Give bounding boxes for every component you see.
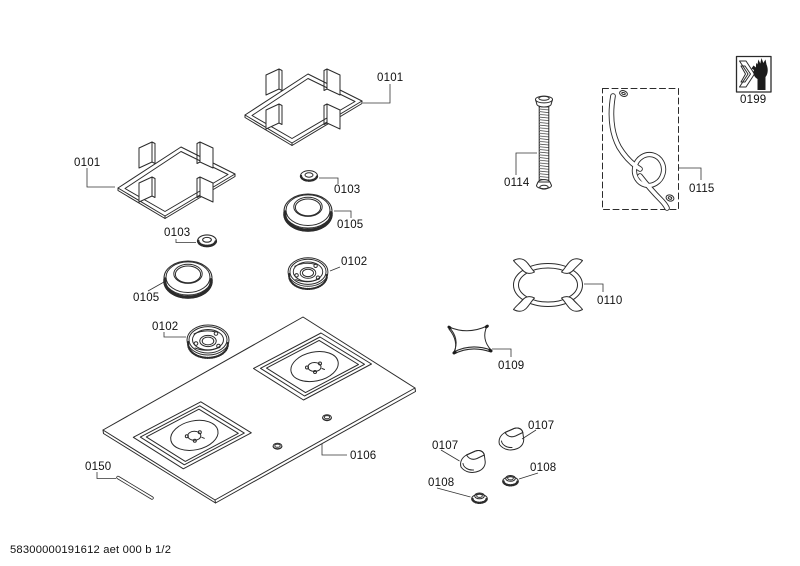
gas-pipe-drawing	[602, 88, 679, 211]
burner-ring-left-drawing	[162, 259, 214, 300]
label-knob-right: 0107	[528, 420, 554, 432]
seal-strip-drawing	[116, 475, 154, 500]
burner-ring-right-drawing	[282, 192, 334, 233]
cooktop-drawing	[102, 316, 416, 504]
wok-ring-drawing	[513, 258, 583, 312]
label-burner-ring-right: 0105	[337, 219, 363, 231]
label-burner-ring-left: 0105	[133, 292, 159, 304]
document-code: 58300000191612 aet 000 b 1/2	[10, 544, 171, 556]
flex-tube-drawing	[535, 95, 553, 190]
label-burner-cap-left: 0103	[164, 227, 190, 239]
burner-base-right-drawing	[287, 256, 329, 290]
label-cooktop: 0106	[350, 450, 376, 462]
leader-lines	[86, 84, 702, 498]
label-wok-ring: 0110	[597, 295, 623, 307]
label-burner-base-right: 0102	[341, 256, 367, 268]
label-knob-ring-right: 0108	[530, 462, 556, 474]
burner-base-left-drawing	[185, 323, 231, 359]
cross-support-drawing	[447, 324, 493, 355]
burner-cap-right-drawing	[299, 169, 319, 183]
burner-cap-left-drawing	[196, 233, 218, 248]
label-hand-icon: 0199	[740, 94, 766, 106]
label-burner-base-left: 0102	[152, 321, 178, 333]
label-burner-cap-right: 0103	[334, 184, 360, 196]
label-knob-left: 0107	[432, 440, 458, 452]
label-pan-support-right: 0101	[377, 72, 403, 84]
label-seal-strip: 0150	[85, 461, 111, 473]
label-gas-pipe: 0115	[689, 183, 715, 195]
label-flex-tube: 0114	[504, 177, 530, 189]
label-knob-ring-left: 0108	[428, 477, 454, 489]
label-cross-support: 0109	[498, 360, 524, 372]
label-pan-support-left: 0101	[74, 157, 100, 169]
hand-warning-icon	[735, 55, 772, 93]
